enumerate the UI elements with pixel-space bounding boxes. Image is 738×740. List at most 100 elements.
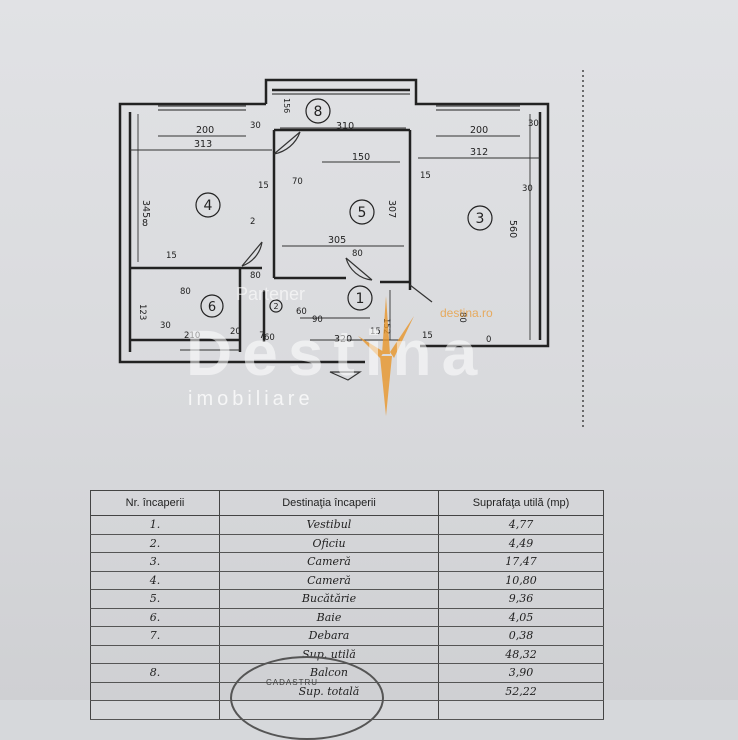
cell-area: 4,05 — [438, 608, 604, 627]
cell-room-number: 6. — [90, 608, 220, 627]
dim-label: 0 — [486, 335, 491, 345]
cell-room-purpose: Cameră — [219, 571, 439, 590]
header-room-number: Nr. încaperii — [90, 490, 220, 516]
dim-label: 560 — [507, 220, 518, 238]
dim-label: 15 — [166, 251, 177, 261]
cell-room-purpose: Vestibul — [219, 515, 439, 535]
cell-room-number: 8. — [90, 663, 220, 683]
cell-room-purpose: Baie — [219, 608, 439, 627]
room-circles — [195, 98, 493, 318]
floor-plan: 4 5 3 8 1 6 2 7 200 313 345 8 310 156 15… — [118, 70, 584, 430]
dim-label: 80 — [250, 271, 261, 281]
dim-label: 2 — [250, 217, 255, 227]
dim-label: 80 — [180, 287, 191, 297]
room-number-1: 1 — [356, 291, 365, 307]
dim-label: 80 — [352, 249, 363, 259]
dimension-lines — [130, 114, 540, 351]
dim-label: 15 — [258, 181, 269, 191]
dim-label: 200 — [196, 125, 214, 136]
cell-room-number: 1. — [90, 515, 220, 535]
cell-room-number: 5. — [90, 589, 220, 609]
room-number-2: 2 — [273, 302, 278, 311]
cell-room-number: 7. — [90, 626, 220, 646]
dim-label: 30 — [250, 121, 261, 131]
cell-room-purpose: Cameră — [219, 552, 439, 572]
cell-area: 52,22 — [438, 682, 604, 701]
door-swings — [241, 131, 433, 381]
cell-room-purpose: Debara — [219, 626, 439, 646]
dim-label: 15 — [420, 171, 431, 181]
cell-room-number — [90, 645, 220, 664]
dim-label: 30 — [528, 119, 539, 129]
cell-area: 0,38 — [438, 626, 604, 646]
watermark-website: destina.ro — [440, 306, 493, 320]
outer-walls — [118, 78, 550, 364]
dim-label: 345 — [140, 200, 151, 218]
dim-label: 312 — [470, 147, 488, 158]
cell-area: 48,32 — [438, 645, 604, 664]
dim-label: 70 — [292, 177, 303, 187]
dim-label: 60 — [296, 307, 307, 317]
dim-label: 307 — [386, 200, 397, 218]
cell-room-purpose: Oficiu — [219, 534, 439, 553]
room-number-5: 5 — [358, 205, 367, 221]
cell-room-number: 2. — [90, 534, 220, 553]
dim-label: 30 — [522, 184, 533, 194]
rooms-table: Nr. încaperii Destinaţia încaperii Supra… — [90, 490, 604, 720]
dim-label: 15 — [370, 327, 381, 337]
room-number-6: 6 — [208, 300, 216, 315]
windows — [158, 93, 520, 111]
interior-walls — [130, 128, 412, 352]
watermark-partner: Partener — [236, 284, 306, 304]
room-numbers: 4 5 3 8 1 6 2 7 — [204, 104, 485, 341]
dim-label: 313 — [194, 139, 212, 150]
watermark-sun-icon — [358, 296, 414, 416]
cell-area: 4,77 — [438, 515, 604, 535]
stamp-text: CADASTRU — [266, 678, 319, 687]
table-header-row: Nr. încaperii Destinaţia încaperii Supra… — [90, 490, 604, 516]
dim-label: 15 — [422, 331, 433, 341]
dim-label: 150 — [352, 152, 370, 163]
watermark-logo: Destina — [186, 317, 488, 389]
room-number-3: 3 — [476, 211, 485, 227]
cell-area: 9,36 — [438, 589, 604, 609]
dim-label: 305 — [328, 235, 346, 246]
dim-label: 200 — [470, 125, 488, 136]
cell-area — [438, 700, 604, 720]
dim-label: 310 — [336, 121, 354, 132]
cell-area: 17,47 — [438, 552, 604, 572]
dimension-labels: 200 313 345 8 310 156 150 305 307 70 200… — [137, 98, 539, 345]
room-number-7: 7 — [259, 331, 265, 341]
dim-label: 8 — [142, 218, 148, 229]
room-number-8: 8 — [314, 104, 323, 120]
dim-label: 90 — [312, 315, 323, 325]
dim-label: 80 — [457, 312, 467, 323]
cell-area: 3,90 — [438, 663, 604, 683]
dim-label: 156 — [282, 98, 291, 113]
cell-room-number — [90, 700, 220, 720]
dim-label: 210 — [184, 331, 200, 341]
cell-room-purpose: Bucătărie — [219, 589, 439, 609]
official-stamp: CADASTRU — [230, 656, 384, 740]
cell-room-number: 4. — [90, 571, 220, 590]
dim-label: 30 — [160, 321, 171, 331]
header-room-purpose: Destinaţia încaperii — [219, 490, 439, 516]
cell-room-number: 3. — [90, 552, 220, 572]
cell-room-number — [90, 682, 220, 701]
dim-label: 123 — [137, 304, 147, 320]
dim-label: 60 — [264, 333, 275, 343]
cell-area: 10,80 — [438, 571, 604, 590]
header-usable-area: Suprafaţa utilă (mp) — [438, 490, 604, 516]
cell-area: 4,49 — [438, 534, 604, 553]
room-number-4: 4 — [204, 198, 213, 214]
dim-label: 20 — [230, 327, 241, 337]
dim-label: 320 — [334, 334, 352, 345]
